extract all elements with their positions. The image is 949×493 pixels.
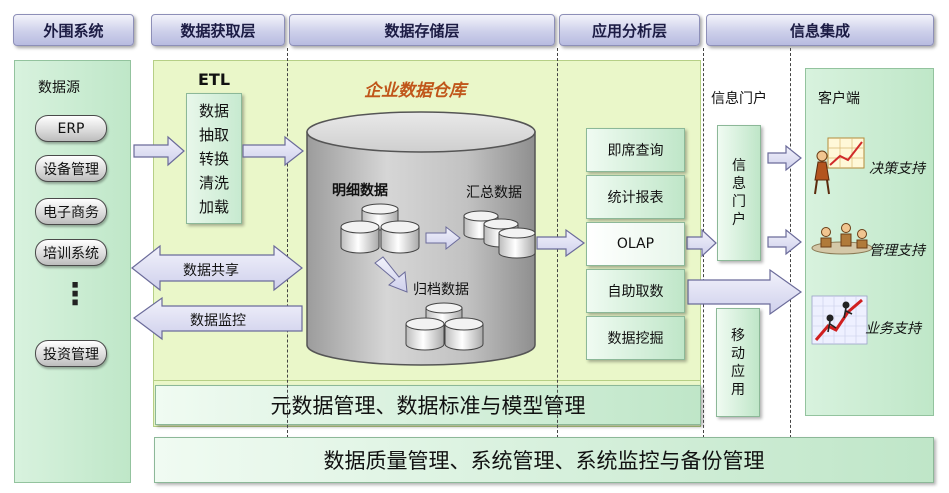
metadata-management-box: 元数据管理、数据标准与模型管理 <box>155 385 701 425</box>
warehouse-title: 企业数据仓库 <box>364 81 466 101</box>
source-equipment-management: 设备管理 <box>35 155 107 182</box>
source-investment-management: 投资管理 <box>35 340 107 367</box>
etl-title: ETL <box>198 70 231 89</box>
decision-support-label: 决策支持 <box>869 161 925 177</box>
data-mining-box: 数据挖掘 <box>586 316 685 360</box>
source-erp: ERP <box>35 115 107 142</box>
separator-4 <box>790 48 791 443</box>
source-training-system: 培训系统 <box>35 239 107 266</box>
info-portal-title: 信息门户 <box>711 91 767 107</box>
data-source-label: 数据源 <box>38 80 80 96</box>
header-data-acquisition: 数据获取层 <box>151 14 285 46</box>
source-e-commerce: 电子商务 <box>35 198 107 225</box>
business-support-label: 业务支持 <box>865 321 921 337</box>
etl-step-extract: 抽取 <box>198 125 229 144</box>
separator-1 <box>287 48 288 443</box>
info-portal-box-label: 信息门户 <box>732 158 746 228</box>
info-portal-box: 信息门户 <box>717 125 761 261</box>
quality-management-box: 数据质量管理、系统管理、系统监控与备份管理 <box>154 437 934 483</box>
etl-steps-box: 数据 抽取 转换 清洗 加载 <box>186 93 242 224</box>
separator-3 <box>703 48 704 443</box>
detail-data-label: 明细数据 <box>332 183 388 199</box>
self-service-retrieval-box: 自助取数 <box>586 269 685 313</box>
mobile-app-box: 移动应用 <box>716 308 760 417</box>
mobile-app-box-label: 移动应用 <box>731 327 745 398</box>
management-support-label: 管理支持 <box>869 243 925 259</box>
client-title: 客户端 <box>818 91 860 107</box>
header-application-analysis: 应用分析层 <box>559 14 700 46</box>
ad-hoc-query-box: 即席查询 <box>586 128 685 172</box>
arrow-portal-to-management <box>767 228 802 256</box>
summary-data-label: 汇总数据 <box>466 185 522 201</box>
arrow-portal-to-decision <box>767 144 802 172</box>
header-information-integration: 信息集成 <box>706 14 934 46</box>
etl-step-clean: 清洗 <box>198 173 229 192</box>
olap-box: OLAP <box>586 222 685 266</box>
statistical-report-box: 统计报表 <box>586 175 685 219</box>
header-data-storage: 数据存储层 <box>289 14 555 46</box>
data-monitoring-label: 数据监控 <box>190 313 246 329</box>
archive-data-label: 归档数据 <box>413 282 469 298</box>
ellipsis-dots: ⋮ <box>60 277 90 312</box>
header-external-systems: 外围系统 <box>13 14 134 46</box>
etl-step-data: 数据 <box>198 101 229 120</box>
data-sharing-label: 数据共享 <box>183 263 239 279</box>
etl-step-transform: 转换 <box>198 149 229 168</box>
etl-step-load: 加载 <box>198 197 229 216</box>
separator-2 <box>557 48 558 443</box>
